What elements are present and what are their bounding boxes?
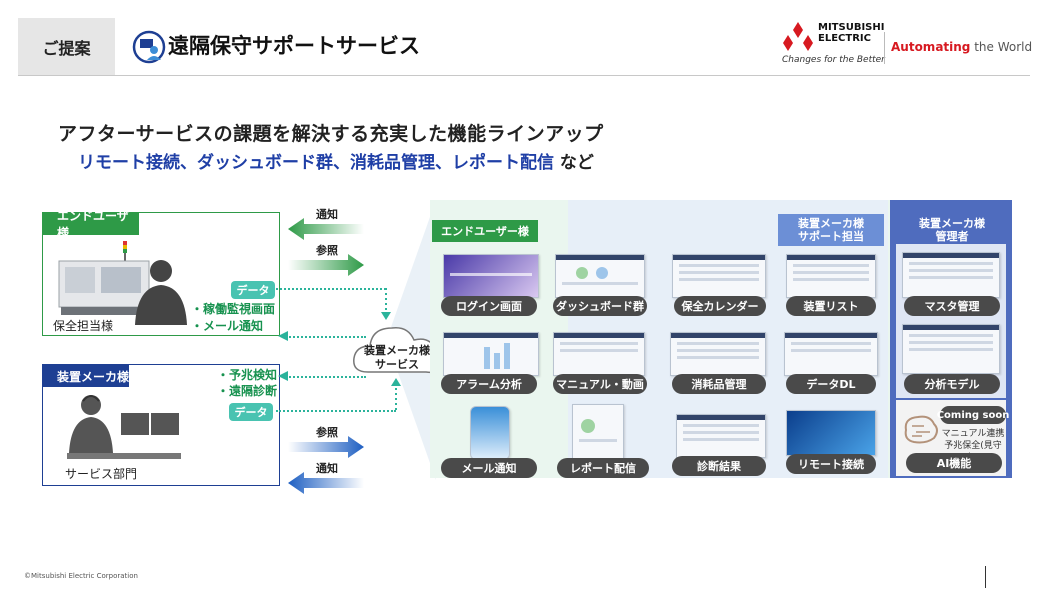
end-user-caption: 保全担当様 bbox=[53, 319, 114, 333]
end-user-box: エンドユーザ様 データ ・稼働監視画面 ・メール通知 保全担当様 bbox=[42, 209, 280, 336]
maker-caption: サービス部門 bbox=[65, 467, 138, 481]
data-pill: データ bbox=[229, 403, 273, 421]
feature-data-download: データDL bbox=[786, 374, 876, 394]
feature-device-list: 装置リスト bbox=[786, 296, 876, 316]
feature-consumables: 消耗品管理 bbox=[672, 374, 766, 394]
dashboard-thumbnail bbox=[555, 254, 645, 298]
cloud-service-label: 装置メーカ様 サービス bbox=[364, 344, 430, 371]
consumables-thumbnail bbox=[670, 332, 766, 376]
reference-label: 参照 bbox=[316, 244, 338, 257]
feature-login-screen: ログイン画面 bbox=[441, 296, 537, 316]
feature-diagnosis-result: 診断結果 bbox=[672, 456, 766, 476]
column-header-admin: 装置メーカ様管理者 bbox=[919, 217, 985, 243]
analysis-model-thumbnail bbox=[902, 324, 1000, 374]
proposal-tag: ご提案 bbox=[18, 18, 115, 75]
end-user-feature-list: ・稼働監視画面 ・メール通知 bbox=[191, 302, 276, 333]
maintenance-calendar-thumbnail bbox=[672, 254, 766, 298]
maker-feature-list: ・予兆検知 ・遠隔診断 bbox=[217, 368, 278, 398]
footer-divider bbox=[985, 566, 986, 588]
feature-dashboards: ダッシュボード群 bbox=[553, 296, 647, 316]
device-list-thumbnail bbox=[786, 254, 876, 298]
remote-support-icon bbox=[132, 30, 166, 64]
manual-video-thumbnail bbox=[553, 332, 645, 376]
notify-arrow-left-icon bbox=[288, 472, 364, 494]
data-flow-line bbox=[286, 336, 366, 338]
login-screen-thumbnail bbox=[443, 254, 539, 298]
mail-notify-phone-thumbnail bbox=[470, 406, 510, 460]
corporate-slogan: Automating the World bbox=[891, 40, 1033, 54]
notify-arrow-left-icon bbox=[288, 218, 364, 240]
sub-headline: リモート接続、ダッシュボード群、消耗品管理、レポート配信 など bbox=[78, 153, 594, 173]
diagnosis-result-thumbnail bbox=[676, 414, 766, 458]
feature-report-delivery: レポート配信 bbox=[557, 458, 649, 478]
headline: アフターサービスの課題を解決する充実した機能ラインアップ bbox=[58, 123, 604, 145]
feature-manual-video: マニュアル・動画 bbox=[553, 374, 647, 394]
mitsubishi-diamonds-icon bbox=[783, 22, 813, 51]
alarm-analysis-thumbnail bbox=[443, 332, 539, 376]
reference-arrow-right-icon bbox=[288, 254, 364, 276]
feature-mail-notification: メール通知 bbox=[441, 458, 537, 478]
feature-alarm-analysis: アラーム分析 bbox=[441, 374, 537, 394]
feature-analysis-model: 分析モデル bbox=[904, 374, 1000, 394]
header-divider bbox=[18, 75, 1030, 76]
maker-box: 装置メーカ様 ・予兆検知 ・遠隔診断 データ サービス部門 bbox=[42, 364, 280, 486]
report-thumbnail bbox=[572, 404, 624, 460]
logo-divider bbox=[884, 32, 885, 64]
data-flow-connector-icon bbox=[381, 288, 401, 410]
end-user-tag: エンドユーザ様 bbox=[43, 209, 139, 240]
machine-illustration-icon bbox=[58, 241, 150, 315]
copyright: ©Mitsubishi Electric Corporation bbox=[24, 572, 138, 580]
brand-tagline: Changes for the Better bbox=[782, 55, 885, 65]
notify-label: 通知 bbox=[316, 462, 338, 475]
ai-brain-icon bbox=[904, 415, 938, 444]
remote-connection-thumbnail bbox=[786, 410, 876, 456]
maker-tag: 装置メーカ様 bbox=[43, 365, 129, 387]
data-download-thumbnail bbox=[784, 332, 878, 376]
data-pill: データ bbox=[231, 281, 275, 299]
data-flow-line bbox=[276, 288, 386, 290]
operator-at-desk-icon bbox=[67, 395, 181, 459]
data-flow-line bbox=[286, 376, 366, 378]
feature-master-management: マスタ管理 bbox=[904, 296, 1000, 316]
page-title: 遠隔保守サポートサービス bbox=[168, 34, 420, 58]
arrowheads-icon bbox=[278, 331, 288, 381]
coming-soon-badge: Coming soon bbox=[937, 406, 1009, 424]
feature-ai: AI機能 bbox=[906, 453, 1002, 473]
column-header-end-user: エンドユーザー様 bbox=[432, 220, 538, 242]
maintenance-person-silhouette-icon bbox=[135, 260, 187, 325]
master-management-thumbnail bbox=[902, 252, 1000, 298]
reference-arrow-right-icon bbox=[288, 436, 364, 458]
feature-remote-connection: リモート接続 bbox=[786, 454, 876, 474]
reference-label: 参照 bbox=[316, 426, 338, 439]
column-header-support: 装置メーカ様サポート担当 bbox=[778, 214, 884, 246]
brand-logo-text: MITSUBISHI ELECTRIC bbox=[818, 22, 885, 44]
notify-label: 通知 bbox=[316, 208, 338, 221]
data-flow-line bbox=[276, 410, 396, 412]
feature-maintenance-calendar: 保全カレンダー bbox=[674, 296, 766, 316]
